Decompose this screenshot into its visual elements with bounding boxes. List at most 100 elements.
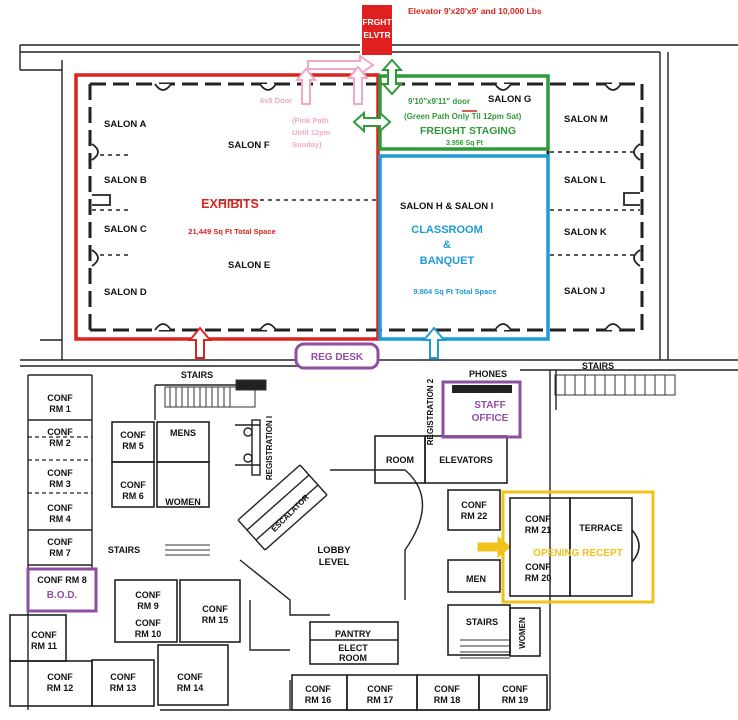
conf-rm-3-label-b: RM 3 (49, 479, 71, 489)
pink-path-note-1: (Pink Path (292, 116, 329, 125)
conf-rm-4-label-a: CONF (47, 503, 73, 513)
conf-rm-9-label-b: RM 9 (137, 601, 159, 611)
salon-c-label: SALON C (104, 224, 147, 235)
freight-elevator-label-2: ELVTR (363, 30, 390, 40)
womens-restroom-label: WOMEN (165, 497, 201, 507)
bod-label-2: B.O.D. (47, 590, 78, 601)
salon-e-label: SALON E (228, 260, 270, 271)
elect-room-label-1: ELECT (338, 643, 368, 653)
conf-rm-1-label-b: RM 1 (49, 404, 71, 414)
lobby-label-2: LEVEL (319, 557, 350, 568)
room-label: ROOM (386, 455, 414, 465)
conf-rm-1-label-a: CONF (47, 393, 73, 403)
freight-elevator-label-1: FRGHT (362, 17, 392, 27)
conf-rm-15-label-a: CONF (202, 604, 228, 614)
exhibits-area: 21,449 Sq Ft Total Space (188, 227, 275, 236)
bod-conf-room-8[interactable]: CONF RM 8 B.O.D. (26, 567, 98, 613)
mens-restroom-label-2: MEN (466, 574, 486, 584)
banquet-title: BANQUET (420, 255, 475, 267)
stairs-left-label: STAIRS (108, 545, 140, 555)
opening-reception-zone[interactable]: OPENING RECEPT (501, 490, 655, 604)
conf-rm-20-label-a: CONF (525, 562, 551, 572)
conf-rm-5-label-a: CONF (120, 430, 146, 440)
salon-m-label: SALON M (564, 114, 608, 125)
conf-rm-3-label-a: CONF (47, 468, 73, 478)
conf-rm-18-label-a: CONF (434, 684, 460, 694)
salon-j-label: SALON J (564, 286, 605, 297)
conf-rm-6-label-b: RM 6 (122, 491, 144, 501)
salon-b-label: SALON B (104, 175, 147, 186)
stairs-bottom-label: STAIRS (466, 617, 498, 627)
salon-hi-label: SALON H & SALON I (400, 201, 493, 212)
classroom-title: CLASSROOM (411, 224, 483, 236)
opening-reception-arrow (477, 535, 511, 559)
conf-rm-18-label-b: RM 18 (434, 695, 461, 705)
exhibits-zone[interactable] (74, 73, 380, 341)
conf-rm-9-label-a: CONF (135, 590, 161, 600)
conf-rm-16-label-b: RM 16 (305, 695, 332, 705)
conf-room-dividers (28, 436, 92, 494)
classroom-banquet-zone[interactable] (378, 154, 550, 341)
conf-rm-15-label-b: RM 15 (202, 615, 229, 625)
staff-office-label-2: OFFICE (472, 413, 509, 424)
registration1-desk (235, 419, 261, 476)
conf-rm-12-label-b: RM 12 (47, 683, 74, 693)
exhibits-title: EXHIBITS (201, 197, 259, 211)
salon-a-label: SALON A (104, 119, 147, 130)
pink-path-note-2: Until 12pm (292, 128, 331, 137)
salon-k-label: SALON K (564, 227, 607, 238)
reg-desk-label: REG DESK (311, 352, 364, 363)
stairs-hatching (164, 374, 676, 659)
pantry-label: PANTRY (335, 629, 371, 639)
conf-rm-22-label-b: RM 22 (461, 511, 488, 521)
conf-rm-11-label-b: RM 11 (31, 641, 57, 651)
pink-path-note-3: Sunday) (292, 140, 322, 149)
green-path-arrows (352, 58, 404, 134)
salon-f-label: SALON F (228, 140, 270, 151)
conf-rm-6-label-a: CONF (120, 480, 146, 490)
freight-staging-title: FREIGHT STAGING (420, 125, 516, 137)
conf-room-labels: CONF RM 1 CONF RM 2 CONF RM 3 CONF RM 4 … (31, 393, 551, 705)
freight-elevator[interactable]: FRGHT ELVTR (362, 5, 392, 55)
conf-rm-21-label-b: RM 21 (525, 525, 552, 535)
escalator-graphic[interactable] (237, 464, 328, 551)
bod-label-1: CONF RM 8 (37, 575, 87, 585)
terrace-label: TERRACE (579, 523, 623, 533)
reg-desk[interactable]: REG DESK (294, 342, 380, 370)
stairs-top-label: STAIRS (181, 370, 213, 380)
freight-green-path-note: (Green Path Only Til 12pm Sat) (404, 112, 522, 121)
pink-path-arrows (294, 54, 375, 105)
conf-rm-2-label-a: CONF (47, 427, 73, 437)
staff-office[interactable]: STAFF OFFICE (441, 380, 522, 439)
building-outline-upper (19, 44, 738, 367)
conf-rm-5-label-b: RM 5 (122, 441, 144, 451)
conf-rm-2-label-b: RM 2 (49, 438, 71, 448)
opening-reception-label: OPENING RECEPT (533, 548, 622, 559)
phones-label: PHONES (469, 369, 507, 379)
conf-rm-21-label-a: CONF (525, 514, 551, 524)
womens-restroom-label-2: WOMEN (518, 617, 527, 649)
conf-rm-12-label-a: CONF (47, 672, 73, 682)
conf-rm-7-label-a: CONF (47, 537, 73, 547)
conf-rm-7-label-b: RM 7 (49, 548, 71, 558)
freight-door-size: 9'10"x9'11" door (408, 97, 470, 106)
conf-rm-19-label-b: RM 19 (502, 695, 529, 705)
conf-rm-11-label-a: CONF (31, 630, 57, 640)
salon-l-label: SALON L (564, 175, 606, 186)
registration-2-label: REGISTRATION 2 (426, 378, 435, 445)
salon-partitions (92, 151, 640, 256)
conf-rm-10-label-b: RM 10 (135, 629, 162, 639)
elevator-spec-note: Elevator 9'x20'x9' and 10,000 Lbs (408, 6, 542, 16)
conf-rm-22-label-a: CONF (461, 500, 487, 510)
elect-room-label-2: ROOM (339, 653, 367, 663)
registration-1-label: REGISTRATION I (265, 416, 274, 480)
lobby-walls (239, 469, 424, 651)
conf-rm-4-label-b: RM 4 (49, 514, 71, 524)
conf-rm-20-label-b: RM 20 (525, 573, 552, 583)
conf-rm-19-label-a: CONF (502, 684, 528, 694)
lobby-label-1: LOBBY (317, 545, 351, 556)
salon-labels: SALON A SALON B SALON C SALON D SALON E … (104, 94, 608, 298)
conf-rm-13-label-b: RM 13 (110, 683, 137, 693)
